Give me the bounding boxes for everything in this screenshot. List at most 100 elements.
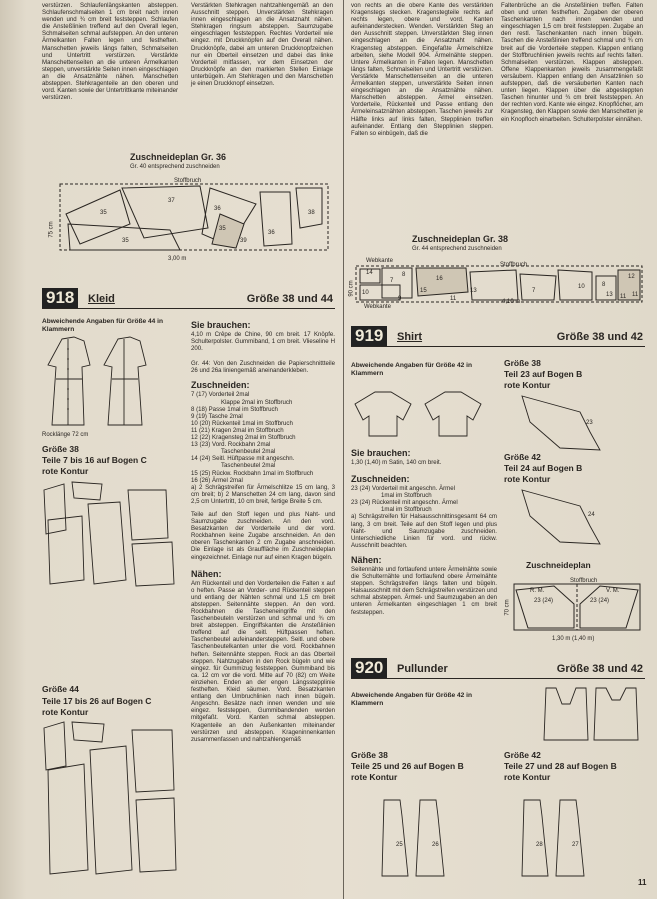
cutting-plan-38-sub: Gr. 44 entsprechend zuschneiden bbox=[412, 246, 502, 252]
pullunder-illustration bbox=[543, 687, 639, 741]
918-g44-teile: Teile 17 bis 26 auf Bogen C bbox=[42, 696, 152, 706]
919-p23: 23 bbox=[586, 420, 593, 426]
z38-p14: 14 bbox=[366, 270, 373, 276]
z38-p13a: 13 bbox=[470, 288, 477, 294]
920-p26: 26 bbox=[432, 842, 439, 848]
919-g38-teil: Teil 23 auf Bogen B bbox=[504, 369, 583, 379]
919-zplan-height: 70 cm bbox=[504, 599, 511, 616]
model-918-number: 918 bbox=[42, 288, 79, 308]
920-g38-kontur: rote Kontur bbox=[351, 772, 398, 782]
919-zplan-p1: 23 (24) bbox=[534, 598, 554, 604]
918-abweichende: Abweichende Angaben für Größe 44 in Klam… bbox=[42, 318, 164, 333]
919-g42-teil: Teil 24 auf Bogen B bbox=[504, 463, 583, 473]
cutting-plan-38-stoffbruch: Stoffbruch bbox=[500, 262, 528, 268]
piece-35c: 35 bbox=[219, 226, 226, 232]
text-col-3: von rechts an die obere Kante des verstä… bbox=[351, 2, 493, 137]
919-g38-kontur: rote Kontur bbox=[504, 380, 551, 390]
919-zplan-title: Zuschneideplan bbox=[526, 560, 591, 570]
919-zplan-diagram bbox=[513, 583, 641, 631]
920-p27: 27 bbox=[572, 842, 579, 848]
920-g42-kontur: rote Kontur bbox=[504, 772, 551, 782]
z38-p7: 7 bbox=[390, 278, 394, 284]
z38-p8: 8 bbox=[402, 272, 406, 278]
920-p28: 28 bbox=[536, 842, 543, 848]
919-zplan-p2: 23 (24) bbox=[590, 598, 610, 604]
919-g42-pattern bbox=[521, 489, 601, 545]
cutting-plan-36-diagram bbox=[59, 183, 329, 251]
z38-p10b: 10 bbox=[578, 284, 585, 290]
piece-35a: 35 bbox=[100, 210, 107, 216]
918-rocklaenge: Rocklänge 72 cm bbox=[42, 432, 89, 438]
z38-p10: 10 bbox=[362, 290, 369, 296]
piece-39: 39 bbox=[240, 238, 247, 244]
919-zplan-width: 1,30 m (1,40 m) bbox=[552, 636, 595, 642]
model-918-header: 918 Kleid Größe 38 und 44 bbox=[42, 288, 335, 309]
z38-p12: 12 bbox=[628, 274, 635, 280]
model-918-name: Kleid bbox=[88, 293, 115, 305]
918-requirements: Sie brauchen: 4,10 m Crêpe de Chine, 90 … bbox=[191, 320, 335, 743]
z38-p11: 11 bbox=[450, 296, 457, 302]
text-col-4: Faltenbrüche an die Ansteßlinien treffen… bbox=[501, 2, 643, 123]
cutting-plan-38-diagram bbox=[355, 265, 643, 303]
piece-35b: 35 bbox=[122, 238, 129, 244]
z38-p13b: 13 bbox=[606, 292, 613, 298]
919-abweichende: Abweichende Angaben für Größe 42 in Klam… bbox=[351, 362, 473, 377]
920-g38: Größe 38 bbox=[351, 750, 388, 760]
dress-illustration bbox=[47, 336, 147, 426]
918-g38: Größe 38 bbox=[42, 444, 79, 454]
920-p25: 25 bbox=[396, 842, 403, 848]
model-919-number: 919 bbox=[351, 326, 388, 346]
z38-p7b: 7 bbox=[532, 288, 536, 294]
z38-p11b: 11 bbox=[620, 294, 627, 300]
model-920-name: Pullunder bbox=[397, 663, 448, 675]
model-920-size: Größe 38 und 42 bbox=[556, 663, 643, 675]
piece-37: 37 bbox=[168, 198, 175, 204]
920-g38-pattern bbox=[381, 799, 445, 877]
cutting-plan-36-width: 3,00 m bbox=[168, 256, 187, 262]
cutting-plan-36-title: Zuschneideplan Gr. 36 bbox=[130, 152, 227, 162]
cutting-plan-36-height: 75 cm bbox=[48, 221, 55, 238]
z38-p16: 16 bbox=[436, 276, 443, 282]
z38-p11c: 11 bbox=[632, 292, 639, 298]
cutting-plan-38-title: Zuschneideplan Gr. 38 bbox=[412, 234, 509, 244]
919-g42-kontur: rote Kontur bbox=[504, 474, 551, 484]
model-920-number: 920 bbox=[351, 658, 388, 678]
919-zplan-stoffbruch: Stoffbruch bbox=[570, 578, 598, 584]
model-919-header: 919 Shirt Größe 38 und 42 bbox=[351, 326, 645, 347]
918-g38-teile: Teile 7 bis 16 auf Bogen C bbox=[42, 455, 147, 465]
piece-36a: 36 bbox=[214, 206, 221, 212]
cutting-plan-36-sub: Gr. 40 entsprechend zuschneiden bbox=[130, 164, 220, 170]
z38-p9: 9 bbox=[398, 296, 402, 302]
918-g38-kontur: rote Kontur bbox=[42, 466, 89, 476]
model-920-header: 920 Pullunder Größe 38 und 42 bbox=[351, 658, 645, 679]
919-g42: Größe 42 bbox=[504, 452, 541, 462]
piece-38: 38 bbox=[308, 210, 315, 216]
piece-36b: 36 bbox=[268, 230, 275, 236]
920-abweichende: Abweichende Angaben für Größe 42 in Klam… bbox=[351, 692, 473, 707]
cutting-plan-38-webkante-top: Webkante bbox=[366, 258, 393, 264]
page-number: 11 bbox=[638, 878, 647, 887]
919-zplan-vm: V. M. bbox=[606, 588, 620, 594]
z38-p8b: 8 bbox=[602, 282, 606, 288]
model-919-size: Größe 38 und 42 bbox=[556, 331, 643, 343]
919-g38-pattern bbox=[521, 395, 601, 451]
918-g44: Größe 44 bbox=[42, 684, 79, 694]
text-col-2: Verstärkten Stehkragen nahtzahlengemäß a… bbox=[191, 2, 333, 88]
919-p24: 24 bbox=[588, 512, 595, 518]
cutting-plan-36-stoffbruch: Stoffbruch bbox=[174, 178, 202, 184]
918-g38-pattern bbox=[43, 481, 175, 587]
column-divider bbox=[343, 0, 344, 899]
920-g38-teile: Teile 25 und 26 auf Bogen B bbox=[351, 761, 464, 771]
model-918-size: Größe 38 und 44 bbox=[246, 293, 333, 305]
shirt-illustration bbox=[354, 391, 482, 437]
919-zplan-rm: R. M. bbox=[530, 588, 545, 594]
920-g42: Größe 42 bbox=[504, 750, 541, 760]
cutting-plan-38-webkante-bottom: Webkante bbox=[364, 304, 391, 310]
918-g44-pattern bbox=[43, 721, 177, 875]
cutting-plan-38-height: 90 cm bbox=[348, 280, 355, 297]
model-919-name: Shirt bbox=[397, 331, 423, 343]
919-g38: Größe 38 bbox=[504, 358, 541, 368]
z38-p15: 15 bbox=[420, 288, 427, 294]
920-g42-pattern bbox=[521, 799, 585, 877]
